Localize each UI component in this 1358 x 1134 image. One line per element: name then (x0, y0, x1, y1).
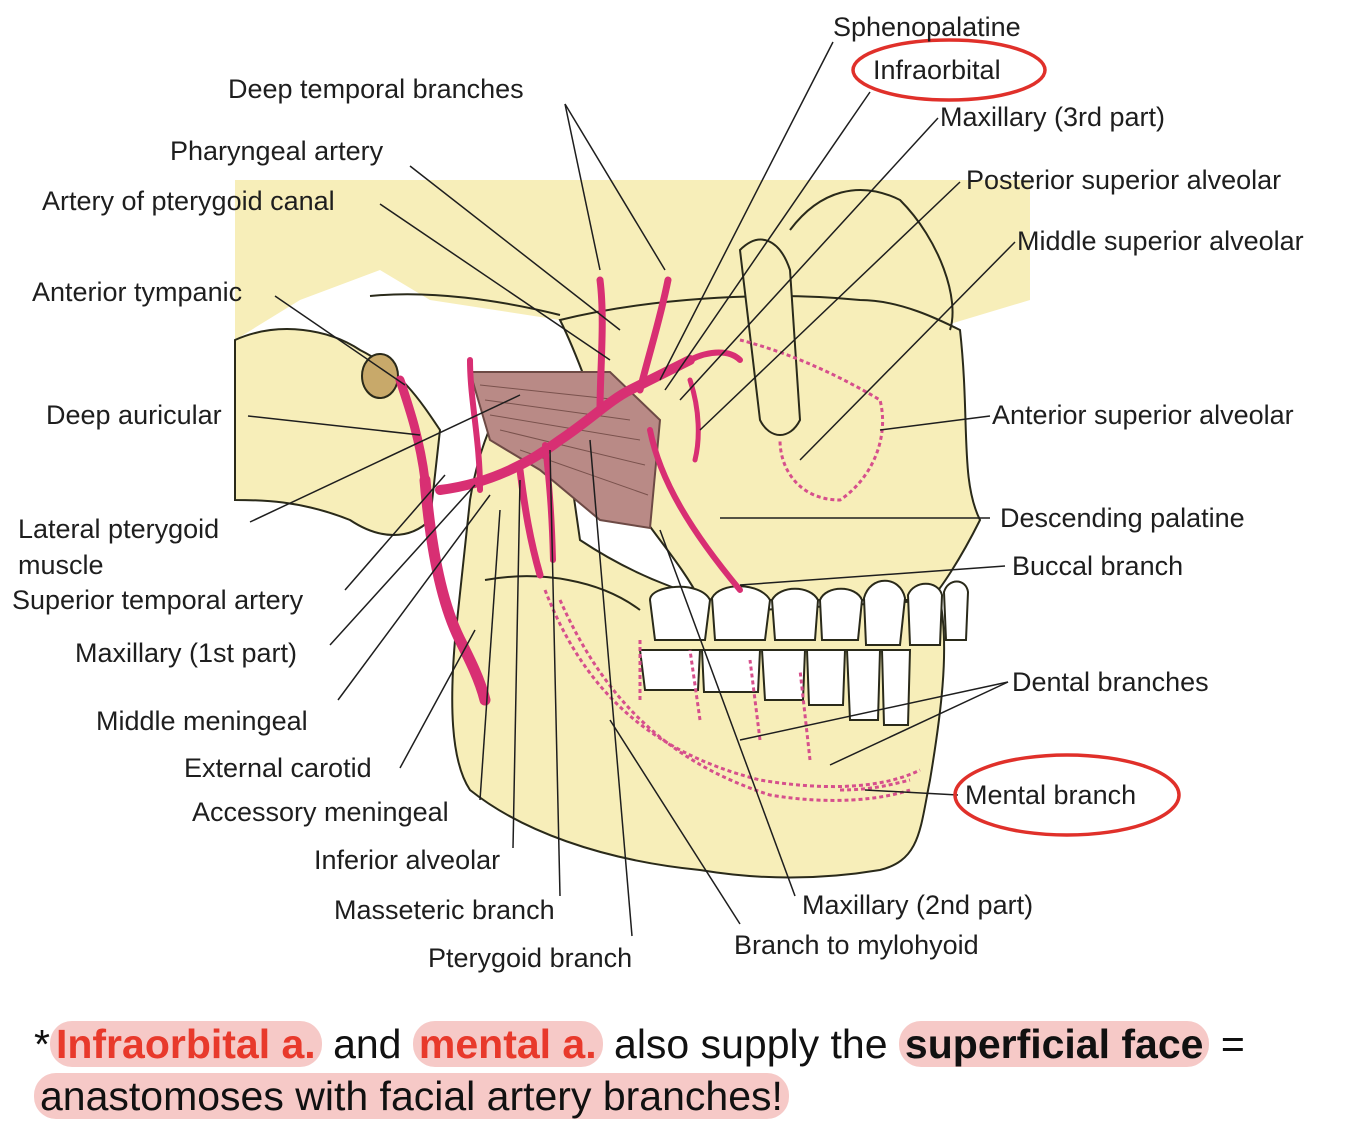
lateral-pterygoid-muscle (468, 371, 662, 530)
footnote-infraorbital: Infraorbital a. (49, 1021, 322, 1067)
cranial-base-line (369, 293, 561, 316)
upper-molar (710, 585, 772, 641)
label-deep-auricular: Deep auricular (46, 400, 222, 430)
footnote-mental: mental a. (412, 1021, 603, 1067)
label-deep-temporal-branches: Deep temporal branches (228, 74, 524, 104)
inferior-alveolar-artery (516, 466, 544, 579)
middle-meningeal-artery (467, 357, 483, 493)
lower-premolar (805, 649, 847, 706)
dental-branch (798, 669, 812, 761)
deep-temporal-branch (596, 276, 606, 414)
superficial-temporal-artery (395, 375, 430, 485)
label-posterior-superior-alveolar: Posterior superior alveolar (966, 165, 1282, 195)
label-lateral-pterygoid-muscle-line1: Lateral pterygoid (18, 514, 220, 544)
upper-premolar (818, 587, 864, 641)
label-accessory-meningeal: Accessory meningeal (192, 797, 449, 827)
buccal-artery (647, 427, 743, 593)
upper-molar (648, 585, 712, 641)
label-mental-branch: Mental branch (965, 780, 1137, 810)
footnote-superficial-face: superficial face (898, 1021, 1210, 1067)
label-pterygoid-branch: Pterygoid branch (428, 943, 633, 973)
upper-incisor (906, 582, 944, 646)
inferior-alveolar-course (558, 599, 911, 802)
leader-lines (247, 41, 1016, 937)
label-external-carotid: External carotid (184, 753, 372, 783)
lower-canine (845, 649, 882, 721)
label-anterior-superior-alveolar: Anterior superior alveolar (992, 400, 1294, 430)
anterior-superior-alveolar-loop (739, 338, 885, 502)
label-artery-of-pterygoid-canal: Artery of pterygoid canal (42, 186, 335, 216)
label-pharyngeal-artery: Pharyngeal artery (170, 136, 384, 166)
footnote-anastomoses: anastomoses with facial artery branches! (34, 1073, 789, 1119)
label-middle-superior-alveolar: Middle superior alveolar (1017, 226, 1304, 256)
footnote-line-2: anastomoses with facial artery branches! (34, 1070, 1334, 1122)
upper-canine (862, 579, 907, 646)
dental-branch (688, 649, 702, 721)
label-lateral-pterygoid-muscle-line2: muscle (18, 550, 104, 580)
label-infraorbital: Infraorbital (873, 55, 1001, 85)
maxillary-artery-main (435, 355, 695, 495)
label-anterior-tympanic: Anterior tympanic (32, 277, 243, 307)
zygomatic-bone (738, 238, 802, 436)
posterior-superior-alveolar-artery (687, 377, 701, 463)
deep-temporal-branch (636, 276, 672, 394)
mental-branch-vessel (839, 778, 911, 792)
label-buccal-branch: Buccal branch (1012, 551, 1184, 581)
footnote-and: and (321, 1021, 413, 1067)
inferior-alveolar-course (543, 589, 921, 789)
label-superior-temporal-artery: Superior temporal artery (12, 585, 304, 615)
footnote-equals: = (1209, 1021, 1245, 1067)
footnote-asterisk: * (34, 1021, 50, 1067)
lower-molar (638, 649, 702, 691)
label-maxillary-2nd-part: Maxillary (2nd part) (802, 890, 1034, 920)
external-carotid-artery (419, 474, 491, 706)
footnote-line-1: *Infraorbital a. and mental a. also supp… (34, 1018, 1334, 1070)
label-branch-to-mylohyoid: Branch to mylohyoid (734, 930, 979, 960)
lower-premolar (760, 649, 807, 701)
upper-premolar (770, 587, 820, 641)
orbit-rim (789, 189, 954, 331)
footnote-also-supply: also supply the (602, 1021, 899, 1067)
mandibular-notch (484, 575, 641, 611)
dotted-arteries (543, 338, 921, 802)
footnote: *Infraorbital a. and mental a. also supp… (34, 1018, 1334, 1122)
label-maxillary-3rd-part: Maxillary (3rd part) (940, 102, 1166, 132)
label-maxillary-1st-part: Maxillary (1st part) (75, 638, 298, 668)
condyle-region (234, 328, 442, 536)
upper-teeth (648, 579, 970, 646)
label-middle-meningeal: Middle meningeal (96, 706, 308, 736)
label-masseteric-branch: Masseteric branch (334, 895, 555, 925)
label-inferior-alveolar: Inferior alveolar (314, 845, 501, 875)
arteries (395, 276, 743, 706)
label-dental-branches: Dental branches (1012, 667, 1209, 697)
label-sphenopalatine: Sphenopalatine (833, 12, 1021, 42)
infraorbital-highlight-circle (851, 38, 1047, 102)
label-descending-palatine: Descending palatine (1000, 503, 1245, 533)
infraorbital-artery (687, 349, 743, 363)
upper-incisor (942, 580, 970, 641)
mental-branch-highlight-circle (953, 753, 1181, 837)
lower-molar (700, 649, 762, 693)
skull-illustration (234, 180, 1030, 879)
maxillary-artery-diagram (234, 38, 1181, 937)
lower-incisor (880, 649, 912, 726)
